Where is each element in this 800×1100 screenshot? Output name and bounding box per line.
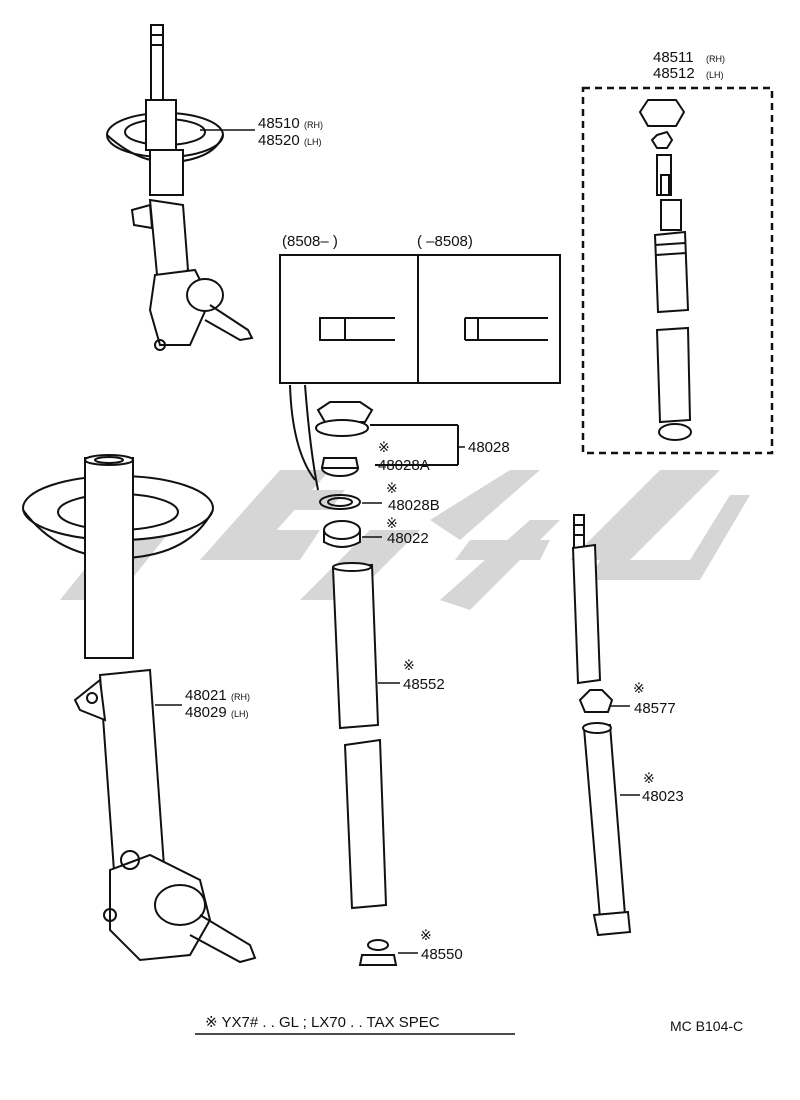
date-range-right: ( –8508) — [417, 233, 473, 250]
label-48028A: 48028A — [378, 457, 430, 474]
label-48511-side: (RH) — [706, 54, 725, 64]
label-48512-side: (LH) — [706, 70, 724, 80]
label-48029: 48029 — [185, 704, 227, 721]
mark-48023: ※ — [643, 770, 655, 786]
date-range-left: (8508– ) — [282, 233, 338, 250]
label-48520-side: (LH) — [304, 137, 322, 147]
mark-48552: ※ — [403, 657, 415, 673]
label-48028B: 48028B — [388, 497, 440, 514]
label-48552: 48552 — [403, 676, 445, 693]
center-parts — [315, 401, 459, 966]
label-48023: 48023 — [642, 788, 684, 805]
label-48029-side: (LH) — [231, 709, 249, 719]
date-range-box — [279, 254, 561, 491]
label-48028: 48028 — [468, 439, 510, 456]
mark-48028B: ※ — [386, 480, 398, 496]
label-48520: 48520 — [258, 132, 300, 149]
label-48510-side: (RH) — [304, 120, 323, 130]
mark-48550: ※ — [420, 927, 432, 943]
mark-48022: ※ — [386, 515, 398, 531]
label-48021: 48021 — [185, 687, 227, 704]
label-48512: 48512 — [653, 65, 695, 82]
diagram-code: MC B104-C — [670, 1018, 743, 1034]
mark-48028A: ※ — [378, 439, 390, 455]
label-48021-side: (RH) — [231, 692, 250, 702]
label-48577: 48577 — [634, 700, 676, 717]
label-48550: 48550 — [421, 946, 463, 963]
label-48022: 48022 — [387, 530, 429, 547]
label-48510: 48510 — [258, 115, 300, 132]
upper-strut-assembly — [106, 24, 254, 351]
shock-absorber-box — [581, 86, 774, 455]
lower-strut-assembly — [22, 454, 257, 964]
shock-rod — [571, 514, 632, 937]
footnote: ※ YX7# . . GL ; LX70 . . TAX SPEC — [205, 1014, 440, 1031]
mark-48577: ※ — [633, 680, 645, 696]
label-48511: 48511 — [653, 49, 694, 66]
